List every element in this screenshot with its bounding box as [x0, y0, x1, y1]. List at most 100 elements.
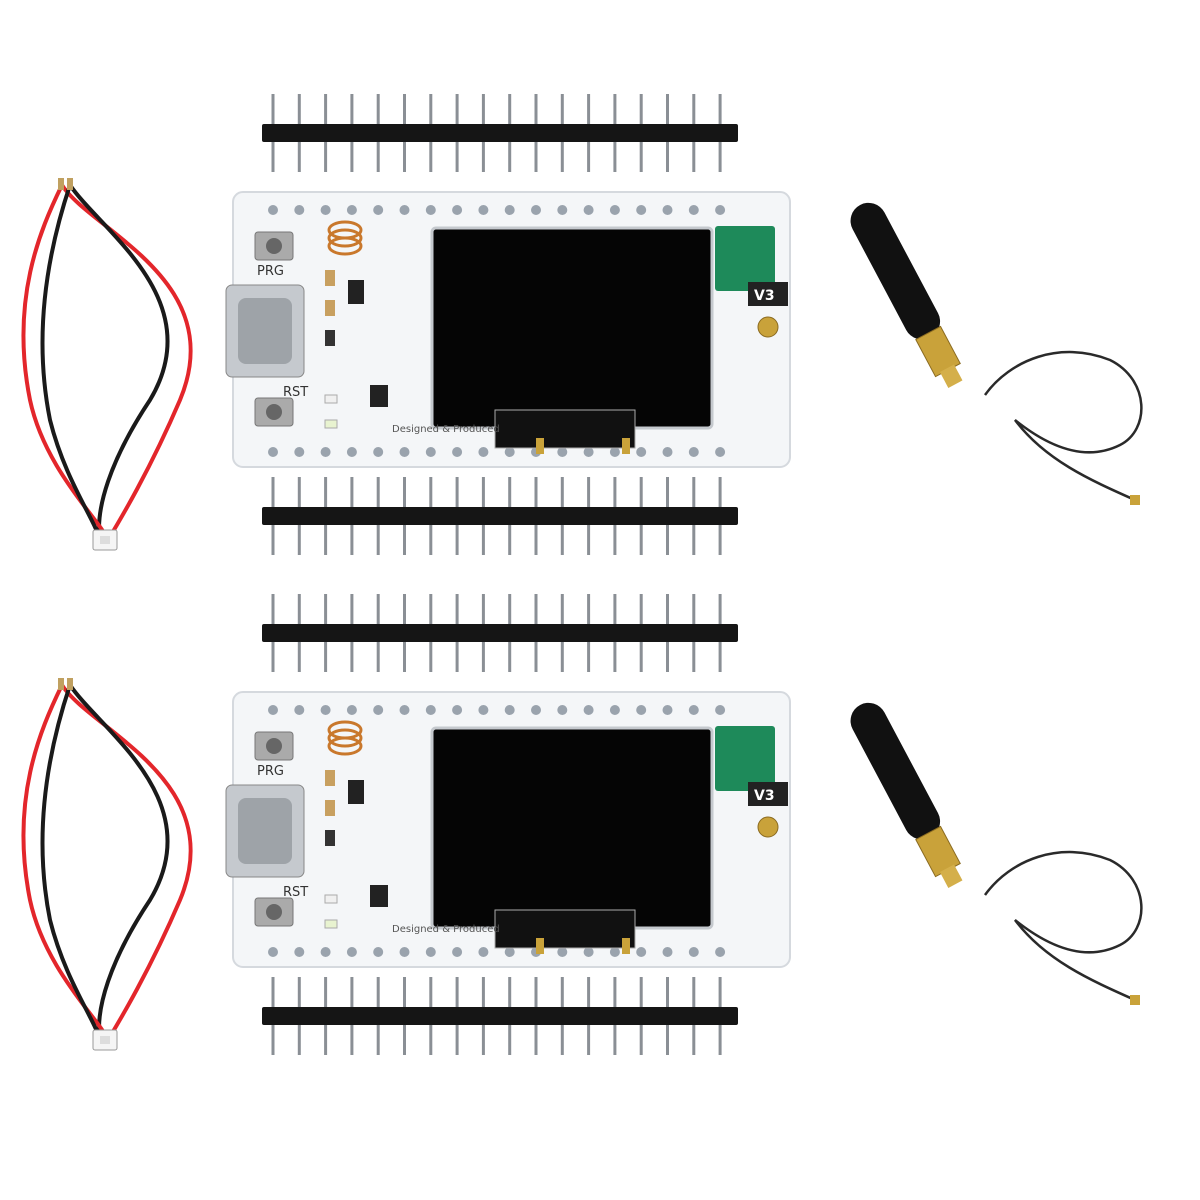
solder-pad [609, 705, 620, 715]
solder-pad [346, 947, 357, 957]
solder-pad [425, 205, 436, 215]
kit-svg: PRG RST [21, 94, 1143, 555]
solder-pad [662, 947, 673, 957]
solder-pad [504, 947, 515, 957]
solder-pad [399, 947, 410, 957]
solder-pad [662, 705, 673, 715]
pcb-board: PRG RST [225, 191, 791, 468]
pin-header-bottom [262, 477, 738, 555]
silkscreen-text: Designed & Produced [392, 424, 500, 435]
solder-pad [373, 947, 384, 957]
coil-antenna [327, 720, 363, 756]
solder-pad [636, 947, 647, 957]
solder-pad [583, 447, 594, 457]
solder-pad [425, 947, 436, 957]
rubber-duck-antenna [850, 202, 1143, 505]
pin-header-top [262, 94, 738, 172]
solder-pad [320, 447, 331, 457]
solder-pad [609, 205, 620, 215]
prg-label: PRG [257, 264, 284, 279]
solder-pad [583, 947, 594, 957]
solder-pad [452, 447, 463, 457]
version-tag: V3 [754, 788, 775, 804]
solder-pad [715, 705, 726, 715]
chip-antenna [715, 726, 775, 791]
solder-pad [425, 705, 436, 715]
solder-pad [399, 205, 410, 215]
solder-pad [294, 205, 305, 215]
oled-screen [430, 726, 714, 930]
solder-pad [268, 947, 278, 957]
silkscreen-text: Designed & Produced [392, 924, 500, 935]
solder-pad [425, 447, 436, 457]
solder-pad [320, 705, 331, 715]
solder-pad [294, 947, 305, 957]
coil-antenna [327, 220, 363, 256]
solder-pad [504, 447, 515, 457]
solder-pad [636, 705, 647, 715]
solder-pad [452, 947, 463, 957]
solder-pad [320, 947, 331, 957]
ipex-connector [757, 316, 779, 338]
solder-pad [268, 447, 278, 457]
solder-pad [636, 447, 647, 457]
battery-cable [21, 178, 193, 551]
ipex-connector [757, 816, 779, 838]
solder-pad [346, 705, 357, 715]
solder-pad [373, 205, 384, 215]
solder-pad [688, 447, 699, 457]
kit-2: PRG RST [0, 500, 1200, 1100]
rubber-duck-antenna [850, 702, 1143, 1005]
solder-pad [609, 447, 620, 457]
solder-pad [504, 705, 515, 715]
solder-pad [478, 205, 489, 215]
solder-pad [583, 205, 594, 215]
solder-pad [268, 205, 278, 215]
solder-pad [662, 447, 673, 457]
solder-pad [478, 705, 489, 715]
solder-pad [346, 205, 357, 215]
solder-pad [688, 205, 699, 215]
solder-pad [294, 705, 305, 715]
solder-pad [373, 447, 384, 457]
solder-pad [609, 947, 620, 957]
solder-pad [688, 947, 699, 957]
solder-pad [557, 205, 568, 215]
solder-pad [715, 947, 726, 957]
pcb-board: PRG RST [225, 691, 791, 968]
battery-cable [21, 678, 193, 1051]
solder-pad [504, 205, 515, 215]
solder-pad [478, 447, 489, 457]
solder-pad [399, 705, 410, 715]
solder-pad [531, 705, 541, 715]
solder-pad [715, 205, 726, 215]
solder-pad [557, 705, 568, 715]
solder-pad [636, 205, 647, 215]
solder-pad [268, 705, 278, 715]
solder-pad [557, 947, 568, 957]
solder-pad [399, 447, 410, 457]
oled-screen [430, 226, 714, 430]
kit-svg: PRG RST [21, 594, 1143, 1055]
solder-pad [688, 705, 699, 715]
solder-pad [452, 705, 463, 715]
solder-pad [294, 447, 305, 457]
prg-label: PRG [257, 764, 284, 779]
rst-label: RST [283, 385, 308, 400]
solder-pad [320, 205, 331, 215]
solder-pad [346, 447, 357, 457]
solder-pad [373, 705, 384, 715]
solder-pad [531, 205, 541, 215]
pin-header-bottom [262, 977, 738, 1055]
pin-header-top [262, 594, 738, 672]
solder-pad [662, 205, 673, 215]
solder-pad [452, 205, 463, 215]
solder-pad [557, 447, 568, 457]
solder-pad [583, 705, 594, 715]
kit-1: PRG RST [21, 94, 1143, 555]
solder-pad [478, 947, 489, 957]
chip-antenna [715, 226, 775, 291]
rst-label: RST [283, 885, 308, 900]
solder-pad [715, 447, 726, 457]
version-tag: V3 [754, 288, 775, 304]
